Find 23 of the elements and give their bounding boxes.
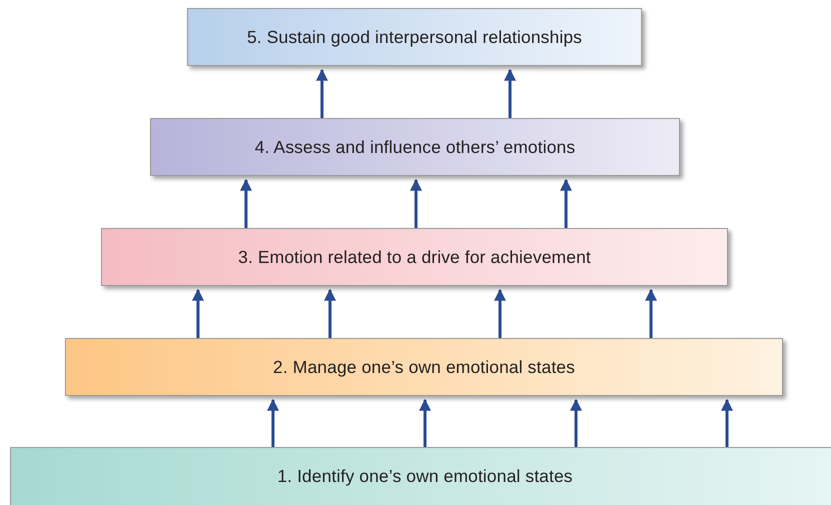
arrow (410, 178, 422, 228)
level-box (10, 447, 831, 505)
arrow (267, 398, 279, 447)
arrow (570, 398, 582, 447)
arrow (316, 68, 328, 118)
level-box (65, 338, 783, 396)
arrow (560, 178, 572, 228)
arrow (645, 288, 657, 338)
level-box (150, 118, 680, 176)
arrow (192, 288, 204, 338)
arrow (504, 68, 516, 118)
level-box (187, 8, 642, 66)
arrow (419, 398, 431, 447)
arrow (494, 288, 506, 338)
level-label: 3. Emotion related to a drive for achievement (238, 246, 591, 268)
level-label: 2. Manage one’s own emotional states (273, 356, 575, 378)
level-label: 5. Sustain good interpersonal relationships (246, 26, 582, 48)
level-box (101, 228, 728, 286)
arrow (721, 398, 733, 447)
arrow (240, 178, 252, 228)
level-label: 4. Assess and influence others’ emotions (254, 136, 576, 158)
arrow (324, 288, 336, 338)
level-label: 1. Identify one’s own emotional states (277, 466, 573, 486)
